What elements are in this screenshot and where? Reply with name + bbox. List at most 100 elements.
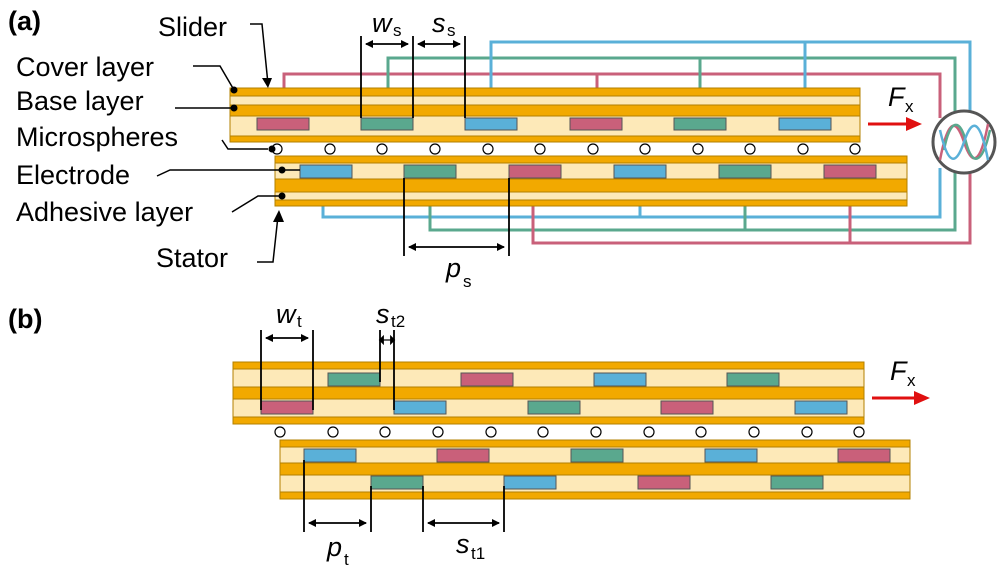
slider-gap xyxy=(229,95,861,106)
electrode-green xyxy=(527,400,581,415)
stator-b-middle xyxy=(279,462,911,476)
panel-a: (a) xyxy=(8,6,997,291)
electrode-green xyxy=(360,117,414,131)
stator-stack-b xyxy=(279,439,911,500)
microsphere xyxy=(748,426,760,438)
slider-b-electrodes xyxy=(260,372,848,415)
stator-b-electrodes xyxy=(303,448,891,490)
microspheres-row-a xyxy=(271,143,861,155)
st1-sub: t1 xyxy=(471,544,485,563)
layer-labels: Slider Cover layer Base layer Microspher… xyxy=(16,12,300,273)
slider-bottom-layer xyxy=(229,135,861,143)
ws-sub: s xyxy=(393,21,402,40)
force-label-b: F xyxy=(890,356,908,386)
ps-sub: s xyxy=(463,272,472,291)
electrode-blue xyxy=(303,448,357,463)
microsphere xyxy=(324,143,336,155)
panel-b: (b) xyxy=(8,299,930,569)
force-label-a: F xyxy=(888,82,906,112)
microsphere xyxy=(797,143,809,155)
microsphere xyxy=(327,426,339,438)
electrode-green xyxy=(726,372,780,387)
slider-label: Slider xyxy=(158,12,227,42)
ss-label: s xyxy=(432,8,446,38)
base-layer xyxy=(229,104,861,117)
microsphere xyxy=(853,426,865,438)
electrode-pink xyxy=(837,448,891,463)
wt-sub: t xyxy=(297,312,302,331)
electrode-green xyxy=(327,372,381,387)
microsphere xyxy=(274,426,286,438)
slider-electrode-layer xyxy=(229,115,861,137)
stator-top-layer xyxy=(274,155,908,164)
electrode-blue xyxy=(778,117,832,131)
st1-label: s xyxy=(456,529,470,559)
electrode-blue xyxy=(593,372,647,387)
microsphere xyxy=(379,426,391,438)
cover-layer-label: Cover layer xyxy=(16,52,154,82)
panel-b-tag: (b) xyxy=(8,304,42,334)
electrode-pink xyxy=(569,117,623,131)
microspheres-row-b xyxy=(274,426,865,438)
microsphere xyxy=(639,143,651,155)
ac-source-icon xyxy=(931,109,997,175)
slider-b-bottom xyxy=(232,416,865,425)
microspheres-label: Microspheres xyxy=(16,122,178,152)
adhesive-layer xyxy=(274,191,908,201)
electrode-blue xyxy=(503,475,557,490)
force-arrow-b: F x xyxy=(872,356,930,405)
stator-b-top xyxy=(279,439,911,448)
electrode-green xyxy=(370,475,424,490)
slider-b-middle xyxy=(232,386,865,400)
electrode-blue xyxy=(464,117,518,131)
stator-electrodes xyxy=(299,164,877,179)
cover-layer xyxy=(229,87,861,97)
microsphere xyxy=(534,143,546,155)
electrode-blue xyxy=(704,448,758,463)
dimensions-b xyxy=(260,330,505,532)
microsphere xyxy=(801,426,813,438)
slider-b-top xyxy=(232,361,865,370)
microsphere xyxy=(537,426,549,438)
microsphere xyxy=(849,143,861,155)
stator-b-bottom xyxy=(279,491,911,500)
microsphere xyxy=(643,426,655,438)
electrode-pink xyxy=(260,400,314,415)
electrode-blue xyxy=(299,164,353,179)
microsphere xyxy=(744,143,756,155)
electrode-blue xyxy=(393,400,447,415)
electrode-pink xyxy=(460,372,514,387)
microsphere xyxy=(695,426,707,438)
electrode-pink xyxy=(823,164,877,179)
electrode-pink xyxy=(637,475,691,490)
electrode-pink xyxy=(660,400,714,415)
force-arrow-a: F x xyxy=(868,82,922,131)
electrode-pink xyxy=(436,448,490,463)
stator-electrode-layer xyxy=(274,162,908,180)
microsphere xyxy=(482,143,494,155)
st2-sub: t2 xyxy=(391,312,405,331)
microsphere xyxy=(587,143,599,155)
electrode-green xyxy=(673,117,727,131)
stator-label: Stator xyxy=(156,243,228,273)
force-sub-a: x xyxy=(905,97,914,116)
slider-stack-b xyxy=(232,361,865,425)
microsphere xyxy=(376,143,388,155)
microsphere xyxy=(432,426,444,438)
electrode-pink xyxy=(256,117,310,131)
ps-label: p xyxy=(445,253,461,283)
electrode-blue xyxy=(613,164,667,179)
pt-sub: t xyxy=(344,550,349,569)
electrode-label: Electrode xyxy=(16,160,130,190)
st2-label: s xyxy=(376,299,390,329)
electrode-pink xyxy=(508,164,562,179)
microsphere xyxy=(590,426,602,438)
wt-label: w xyxy=(276,299,297,329)
panel-a-tag: (a) xyxy=(8,6,41,36)
stator-bottom-layer xyxy=(274,199,908,207)
slider-stack xyxy=(229,87,861,143)
stator-base-layer xyxy=(274,178,908,193)
microsphere xyxy=(692,143,704,155)
